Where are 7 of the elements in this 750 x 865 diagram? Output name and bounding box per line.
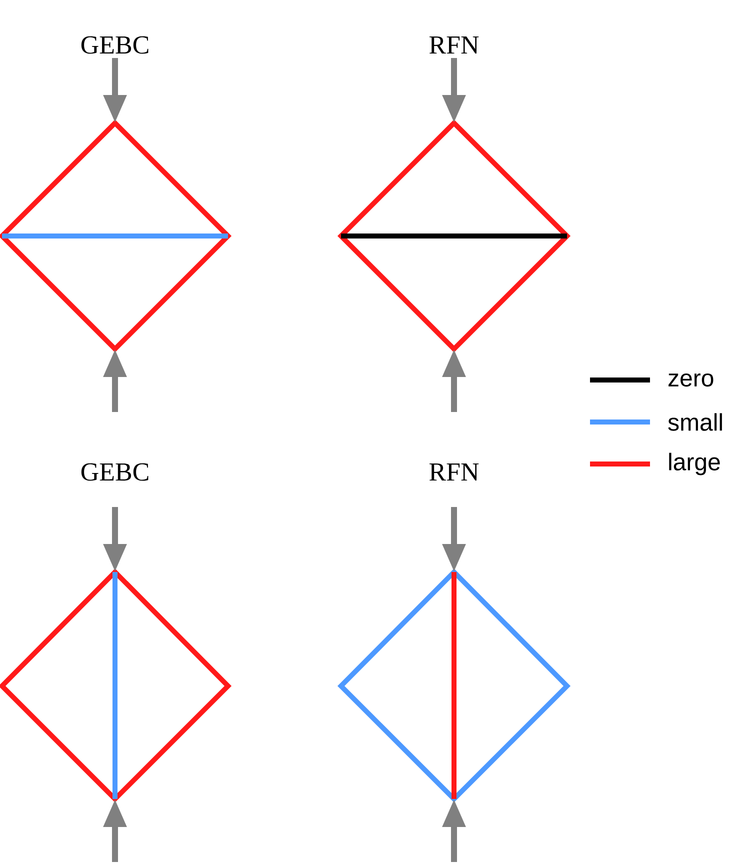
panel-title: GEBC <box>81 463 148 481</box>
panel-title: GEBC <box>81 36 148 54</box>
legend-label: small <box>668 413 722 431</box>
legend-label: large <box>669 452 720 476</box>
panel-title: RFN <box>429 36 479 54</box>
legend-label: zero <box>668 373 714 387</box>
panel-title: RFN <box>429 463 479 481</box>
